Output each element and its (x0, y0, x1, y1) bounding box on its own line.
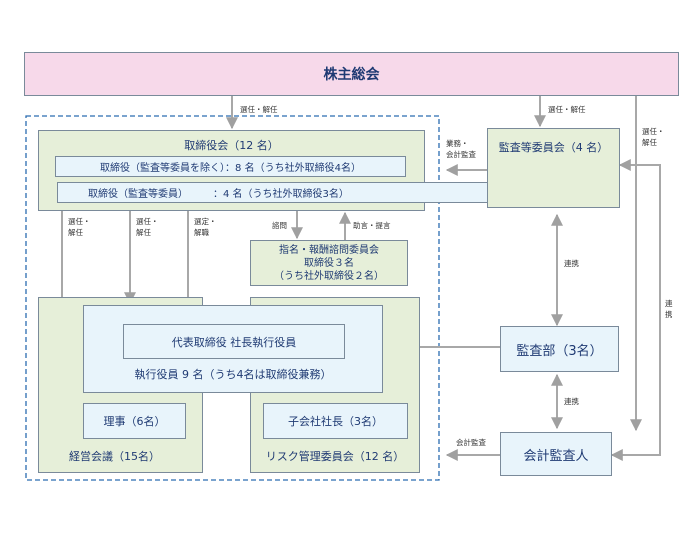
nomination-line-1: 指名・報酬諮問委員会 (279, 244, 379, 256)
nomination-compensation-committee: 指名・報酬諮問委員会 取締役３名 （うち社外取締役２名） (250, 240, 408, 286)
label-cooperation-auditor: 連携 (564, 397, 579, 406)
subsidiary-presidents: 子会社社長（3名） (263, 403, 408, 439)
label-elect-trustees-1: 選任・ (68, 217, 91, 226)
risk-management-committee-label: リスク管理委員会（12 名） (265, 450, 405, 463)
accounting-auditor-label: 会計監査人 (523, 448, 589, 464)
label-consult: 諮問 (272, 221, 287, 230)
executive-officers-label: 執行役員 9 名（うち4名は取締役兼務） (134, 368, 332, 381)
label-elect-dismiss-auditor-2: 解任 (642, 138, 657, 147)
subsidiary-presidents-label: 子会社社長（3名） (288, 415, 383, 428)
directors-audit-label: 取締役（監査等委員） ：4 名（うち社外取締役3名） (88, 189, 349, 200)
label-cooperation-vertical-2: 携 (665, 310, 673, 319)
directors-non-audit-label: 取締役（監査等委員を除く）：8 名（うち社外取締役4名） (100, 163, 361, 174)
label-audit-business-1: 業務・ (446, 139, 469, 148)
trustees: 理事（6名） (83, 403, 186, 439)
organization-boundary (25, 115, 440, 481)
label-accounting-audit: 会計監査 (456, 438, 486, 447)
label-cooperation-audit-dept: 連携 (564, 259, 579, 268)
label-elect-trustees-2: 解任 (68, 228, 83, 237)
representative-director: 代表取締役 社長執行役員 (123, 324, 345, 359)
auditing-department-label: 監査部（3名） (516, 343, 603, 359)
accounting-auditor: 会計監査人 (500, 432, 612, 476)
audit-committee-label: 監査等委員会（4 名） (498, 141, 609, 154)
label-elect-dismiss-audit: 選任・解任 (548, 105, 586, 114)
shareholders-meeting-label: 株主総会 (323, 67, 380, 83)
nomination-line-2: 取締役３名 (304, 257, 354, 269)
management-council-label: 経営会議（15名） (69, 450, 160, 463)
label-elect-remove-2: 解職 (194, 228, 209, 237)
audit-committee: 監査等委員会（4 名） (487, 128, 620, 208)
label-advise: 助言・提言 (353, 221, 391, 230)
board-of-directors-label: 取締役会（12 名） (184, 139, 279, 152)
label-audit-business-2: 会計監査 (446, 150, 476, 159)
trustees-label: 理事（6名） (103, 415, 166, 428)
edge-audit-committee-accounting-auditor (610, 159, 661, 461)
nomination-line-3: （うち社外取締役２名） (274, 270, 384, 282)
label-elect-dismiss-board: 選任・解任 (240, 105, 278, 114)
label-elect-remove-1: 選定・ (194, 217, 217, 226)
auditing-department: 監査部（3名） (500, 326, 619, 372)
label-elect-dismiss-auditor-1: 選任・ (642, 127, 665, 136)
directors-non-audit: 取締役（監査等委員を除く）：8 名（うち社外取締役4名） (55, 156, 406, 177)
label-cooperation-vertical-1: 連 (665, 299, 673, 308)
label-elect-executives-1: 選任・ (136, 217, 159, 226)
shareholders-meeting: 株主総会 (24, 52, 679, 96)
representative-director-label: 代表取締役 社長執行役員 (171, 335, 297, 349)
label-elect-executives-2: 解任 (136, 228, 151, 237)
